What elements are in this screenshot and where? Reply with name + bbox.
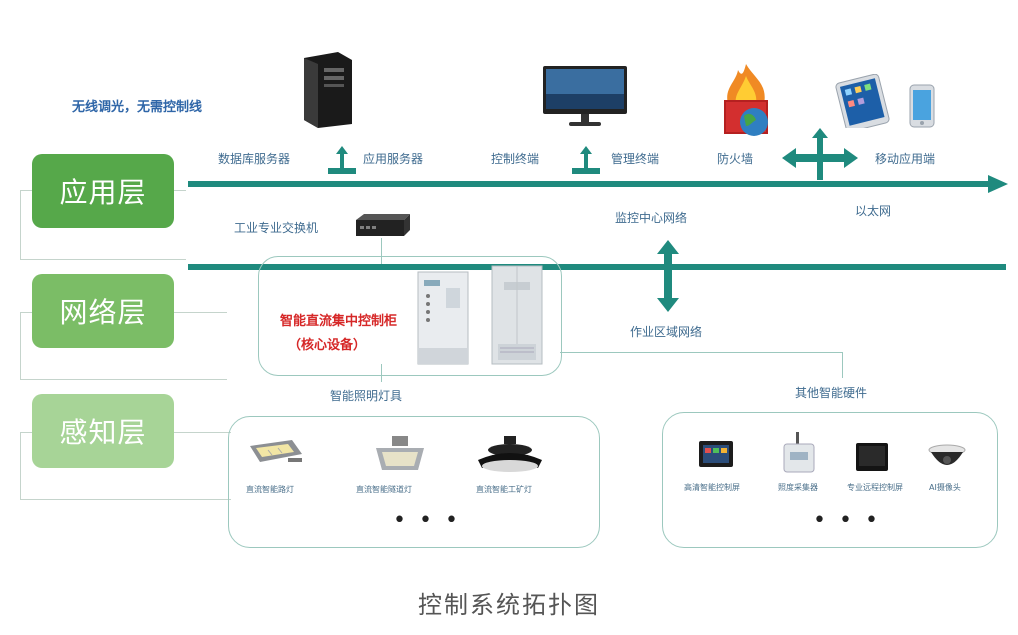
street-light-label: 直流智能路灯 <box>246 485 294 494</box>
core-equipment-panel <box>258 256 562 376</box>
control-terminal-label: 控制终端 <box>491 152 540 166</box>
diagram-caption: 控制系统拓扑图 <box>418 591 600 619</box>
high-bay-light-icon <box>478 436 542 472</box>
terminal-connector-icon <box>572 146 600 174</box>
panel-link-right-drop <box>842 352 843 378</box>
hd-control-screen-label: 高清智能控制屏 <box>684 483 740 492</box>
network-double-arrow-icon <box>657 240 679 312</box>
tunnel-light-icon <box>376 436 424 470</box>
core-device-note: （核心设备） <box>288 338 367 353</box>
ai-camera-label: AI摄像头 <box>929 483 961 492</box>
sensor-icon <box>783 432 815 473</box>
high-bay-light-label: 直流智能工矿灯 <box>476 485 532 494</box>
layer-network: 网络层 <box>32 274 174 348</box>
monitor-center-network-label: 监控中心网络 <box>615 211 688 225</box>
illuminance-collector-label: 照度采集器 <box>778 483 818 492</box>
ethernet-bus <box>188 181 996 187</box>
remote-panel-icon <box>856 443 888 471</box>
more-lights-ellipsis: • • • <box>393 508 461 533</box>
network-switch-icon <box>356 214 410 236</box>
control-cabinet-2-icon <box>491 265 543 365</box>
industrial-switch-label: 工业专业交换机 <box>234 221 319 235</box>
db-server-label: 数据库服务器 <box>218 152 291 166</box>
tablet-icon <box>835 74 890 128</box>
panel-link-right <box>560 352 842 353</box>
other-hardware-panel <box>662 412 998 548</box>
switch-link-line <box>381 238 382 264</box>
server-connector-icon <box>328 146 356 174</box>
firewall-icon <box>724 64 768 136</box>
firewall-mobile-arrow-icon <box>782 128 858 180</box>
mobile-app-label: 移动应用端 <box>875 152 936 166</box>
bus-arrow-head <box>988 175 1008 193</box>
ethernet-label: 以太网 <box>855 204 892 218</box>
street-light-icon <box>250 440 302 462</box>
control-cabinet-icon <box>417 271 469 365</box>
tunnel-light-label: 直流智能隧道灯 <box>356 485 412 494</box>
wireless-dimming-note: 无线调光，无需控制线 <box>72 100 203 115</box>
monitor-network-bus <box>188 264 1006 270</box>
mgmt-terminal-label: 管理终端 <box>611 152 660 166</box>
app-server-label: 应用服务器 <box>363 152 424 166</box>
dome-camera-icon <box>928 444 966 465</box>
control-screen-icon <box>699 441 733 467</box>
smart-lighting-title: 智能照明灯具 <box>330 389 403 403</box>
monitor-icon <box>543 66 627 126</box>
firewall-label: 防火墙 <box>717 152 754 166</box>
work-area-network-label: 作业区域网络 <box>630 325 703 339</box>
other-hardware-title: 其他智能硬件 <box>795 386 868 400</box>
core-cabinet-label: 智能直流集中控制柜 <box>280 314 398 329</box>
remote-control-screen-label: 专业远程控制屏 <box>847 483 903 492</box>
smart-lighting-panel <box>228 416 600 548</box>
more-hardware-ellipsis: • • • <box>813 508 881 533</box>
layer-application: 应用层 <box>32 154 174 228</box>
layer-perception: 感知层 <box>32 394 174 468</box>
phone-icon <box>909 84 935 128</box>
tower-server-icon <box>304 52 352 128</box>
panel-link-left <box>381 364 382 382</box>
